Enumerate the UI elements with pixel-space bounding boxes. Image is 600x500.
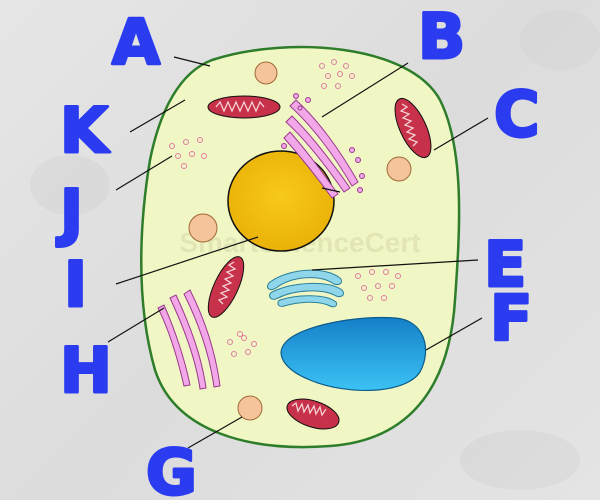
label-j: J bbox=[56, 176, 83, 249]
golgi-apparatus-top bbox=[281, 93, 365, 199]
label-k: K bbox=[60, 94, 110, 167]
pointer-e bbox=[311, 259, 479, 271]
vacuole bbox=[280, 316, 427, 391]
pointer-nucleus-tick bbox=[321, 187, 341, 193]
pointer-c bbox=[433, 117, 489, 151]
label-b: B bbox=[418, 0, 465, 73]
golgi-apparatus-bottom bbox=[157, 289, 221, 390]
vesicle-clusters bbox=[169, 59, 401, 357]
mitochondrion-top bbox=[207, 95, 281, 119]
pointer-k bbox=[129, 99, 186, 133]
label-f: F bbox=[490, 282, 532, 355]
peach-vesicles bbox=[188, 61, 412, 421]
label-i: I bbox=[64, 248, 87, 321]
nucleus bbox=[227, 150, 335, 252]
pointer-i bbox=[115, 236, 259, 285]
background-shapes bbox=[30, 10, 600, 490]
pointer-f bbox=[425, 317, 483, 351]
pointer-a bbox=[173, 56, 211, 67]
label-pointer-lines bbox=[107, 56, 489, 449]
label-e: E bbox=[484, 228, 526, 301]
endoplasmic-reticulum bbox=[267, 269, 345, 308]
letter-labels: A B C E F G H I J K bbox=[55, 0, 542, 500]
pointer-g bbox=[187, 416, 243, 449]
mitochondrion-left bbox=[207, 256, 245, 318]
mitochondrion-right bbox=[394, 97, 432, 159]
label-a: A bbox=[112, 6, 160, 79]
label-g: G bbox=[146, 436, 197, 500]
mitochondrion-bottom bbox=[286, 398, 340, 430]
label-c: C bbox=[494, 78, 540, 151]
label-h: H bbox=[60, 334, 112, 407]
pointer-h bbox=[107, 307, 165, 343]
pointer-j bbox=[115, 155, 173, 191]
pointer-b bbox=[321, 62, 409, 118]
